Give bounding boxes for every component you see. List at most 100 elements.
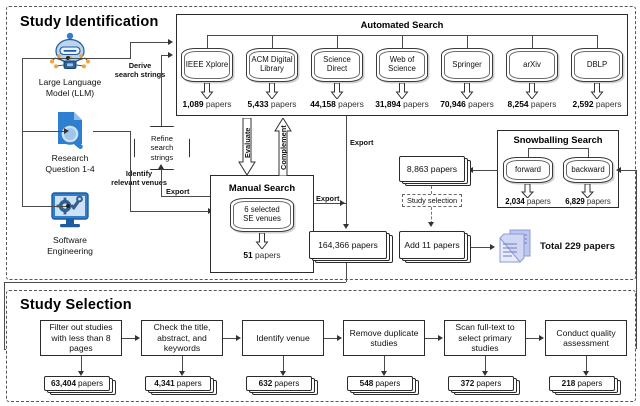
- export-top-label: Export: [350, 138, 374, 147]
- count-unit: papers: [375, 379, 401, 388]
- quality-feedback-h: [620, 170, 636, 171]
- robot-icon: [48, 30, 92, 74]
- count-value: 218: [561, 379, 576, 388]
- selection-count-3-stack: 632 papers: [246, 376, 318, 395]
- document-search-icon: [50, 110, 92, 150]
- manual-search-output-arrow: [255, 232, 269, 254]
- study-selection-dashed-label: Study selection: [402, 194, 462, 207]
- automated-bus-v-4: [402, 35, 403, 48]
- study-selection-dashed-line-top: [431, 186, 432, 194]
- step-1-to-2-arrow: [135, 335, 140, 341]
- snowballing-backward-label: backward: [571, 164, 605, 174]
- snowballing-bus-v-2: [588, 148, 589, 157]
- arxiv-output-arrow: [525, 82, 539, 104]
- automated-bus-v-5: [467, 35, 468, 48]
- export-mid-line: [314, 203, 346, 204]
- database-arxiv: arXiv: [506, 48, 558, 82]
- refine-search-strings-node: Refine search strings: [134, 126, 190, 170]
- derive-label-line2: search strings: [114, 70, 166, 79]
- manual-search-venues-cylinder: 6 selected SE venues: [230, 198, 294, 232]
- step-1-arrow: [78, 371, 84, 376]
- snowballing-bus-v-1: [528, 148, 529, 157]
- selection-step-6: Conduct quality assessment: [545, 320, 627, 356]
- evaluate-label: Evaluate: [243, 127, 252, 158]
- refine-label-line2: search: [150, 143, 174, 153]
- step-2-down: [182, 356, 183, 373]
- automated-bus-v-1: [207, 35, 208, 48]
- step-2-to-3-arrow: [236, 335, 241, 341]
- count-unit: papers: [274, 379, 300, 388]
- automated-bus-v-6: [532, 35, 533, 48]
- automated-total-stack: 164,366 papers: [309, 231, 393, 263]
- count-value: 5,433: [247, 99, 269, 109]
- snowballing-forward-count: 2,034 papers: [499, 197, 557, 206]
- count-unit: papers: [530, 99, 557, 109]
- automated-bus-v-2: [272, 35, 273, 48]
- complement-label: Complement: [279, 125, 288, 170]
- automated-search-title: Automated Search: [360, 19, 444, 30]
- step-4-to-5: [425, 338, 441, 339]
- selection-count-3: 632 papers: [246, 376, 312, 391]
- automated-bus-v-7: [597, 35, 598, 48]
- rq-line-right: [93, 131, 130, 132]
- source-label-llm-line2: Model (LLM): [45, 88, 95, 98]
- count-unit: papers: [205, 99, 232, 109]
- step-2-to-3: [223, 338, 239, 339]
- database-arxiv-label: arXiv: [523, 59, 541, 69]
- database-acm-count: 5,433 papers: [246, 99, 298, 109]
- count-value: 632: [258, 379, 273, 388]
- add-papers-stack: Add 11 papers: [399, 231, 471, 263]
- step-5-down: [485, 356, 486, 373]
- snowballing-forward-output-arrow: [520, 183, 535, 203]
- source-label-llm-line1: Large Language: [38, 77, 102, 87]
- study-selection-title: Study Selection: [20, 297, 132, 313]
- step-5-to-6: [526, 338, 542, 339]
- database-springer-count: 70,946 papers: [437, 99, 497, 109]
- papers-stack-icon: [497, 228, 535, 266]
- step-1-down: [81, 356, 82, 373]
- final-total-label: Total 229 papers: [540, 241, 616, 252]
- count-unit: papers: [577, 379, 603, 388]
- add-to-total-line: [471, 247, 493, 248]
- count-value: 51: [243, 250, 253, 260]
- database-ieee-xplore: IEEE Xplore: [181, 48, 233, 82]
- count-unit: papers: [468, 99, 494, 109]
- study-selection-dashed-arrow: [428, 222, 434, 227]
- database-dblp-label: DBLP: [586, 59, 608, 69]
- source-label-rq-line1: Research: [51, 153, 89, 163]
- database-web-of-science: Web of Science: [376, 48, 428, 82]
- count-unit: papers: [403, 99, 429, 109]
- snowballing-forward-label: forward: [515, 164, 541, 174]
- science-direct-output-arrow: [330, 82, 344, 104]
- study-identification-title: Study Identification: [20, 14, 159, 30]
- selection-step-5: Scan full-text to select primary studies: [444, 320, 526, 356]
- database-ieee-xplore-label: IEEE Xplore: [185, 59, 229, 69]
- refine-label-line1: Refine: [151, 134, 173, 144]
- count-unit: papers: [255, 250, 281, 260]
- count-value: 31,894: [375, 99, 401, 109]
- count-value: 8,254: [507, 99, 529, 109]
- ieee-xplore-output-arrow: [200, 82, 214, 104]
- count-value: 6,829: [565, 197, 585, 206]
- snowballing-bus-h: [528, 148, 588, 149]
- selection-step-2: Check the title, abstract, and keywords: [141, 320, 223, 356]
- count-value: 372: [460, 379, 475, 388]
- selection-count-2: 4,341 papers: [145, 376, 211, 391]
- step-4-arrow: [381, 371, 387, 376]
- identify-line-h: [130, 211, 210, 212]
- database-acm: ACM Digital Library: [246, 48, 298, 82]
- database-science-direct: Science Direct: [311, 48, 363, 82]
- source-bus-vertical: [22, 58, 23, 206]
- step-3-down: [283, 356, 284, 373]
- export-top-arrow: [343, 224, 349, 229]
- snowballing-backward-output-arrow: [580, 183, 595, 203]
- export-mid-label: Export: [316, 194, 340, 203]
- step-4-to-5-arrow: [438, 335, 443, 341]
- database-dblp: DBLP: [571, 48, 623, 82]
- database-dblp-count: 2,592 papers: [569, 99, 625, 109]
- snowballing-forward-cylinder: forward: [503, 157, 553, 183]
- snowballing-total-stack: 8,863 papers: [399, 156, 471, 186]
- refine-out-v: [161, 55, 162, 126]
- quality-feedback-v: [636, 170, 637, 349]
